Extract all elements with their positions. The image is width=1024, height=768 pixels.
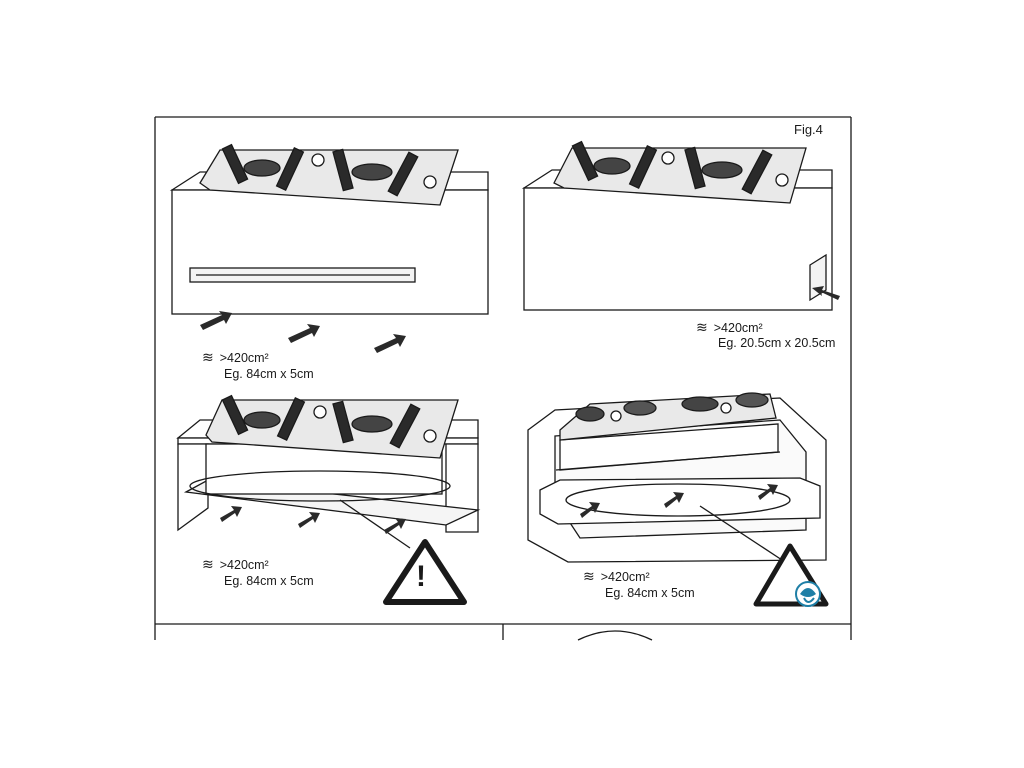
airflow-icon: ≋ (202, 556, 214, 572)
airflow-area-1: ≋ >420cm² (202, 350, 269, 366)
area-label: >420cm² (219, 351, 269, 365)
airflow-area-4: ≋ >420cm² (583, 569, 650, 585)
arrow-icon (812, 286, 840, 300)
area-label: >420cm² (219, 558, 269, 572)
unit-body (171, 189, 489, 315)
cabinet-left-side (177, 443, 209, 532)
airflow-icon: ≋ (583, 568, 595, 584)
airflow-area-3: ≋ >420cm² (202, 557, 269, 573)
figure-label: Fig.4 (794, 122, 823, 137)
warning-mark: ! (416, 560, 426, 593)
example-label-3: Eg. 84cm x 5cm (224, 574, 314, 588)
log-bed (553, 140, 807, 204)
panel-shelf-cabinet (176, 394, 481, 605)
unit-body (523, 187, 833, 311)
logo-icon (795, 581, 821, 607)
example-label-1: Eg. 84cm x 5cm (224, 367, 314, 381)
log-bed (199, 143, 459, 206)
panel-box-cabinet (527, 392, 829, 607)
airflow-icon: ≋ (696, 319, 708, 335)
warning-icon (383, 539, 467, 605)
vent-ellipse (565, 483, 791, 517)
vent-ellipse (189, 470, 451, 502)
arrow-icon (580, 484, 778, 518)
area-label: >420cm² (713, 321, 763, 335)
arrow-icon (220, 506, 406, 534)
log-bed (559, 392, 777, 441)
airflow-area-2: ≋ >420cm² (696, 320, 763, 336)
arrow-icon (200, 311, 406, 353)
log-bed (205, 394, 459, 459)
figure-frame (154, 116, 852, 641)
panel-side-vent (521, 140, 840, 311)
area-label: >420cm² (600, 570, 650, 584)
panel-front-vent (169, 143, 489, 353)
example-label-2: Eg. 20.5cm x 20.5cm (718, 336, 836, 350)
airflow-icon: ≋ (202, 349, 214, 365)
example-label-4: Eg. 84cm x 5cm (605, 586, 695, 600)
